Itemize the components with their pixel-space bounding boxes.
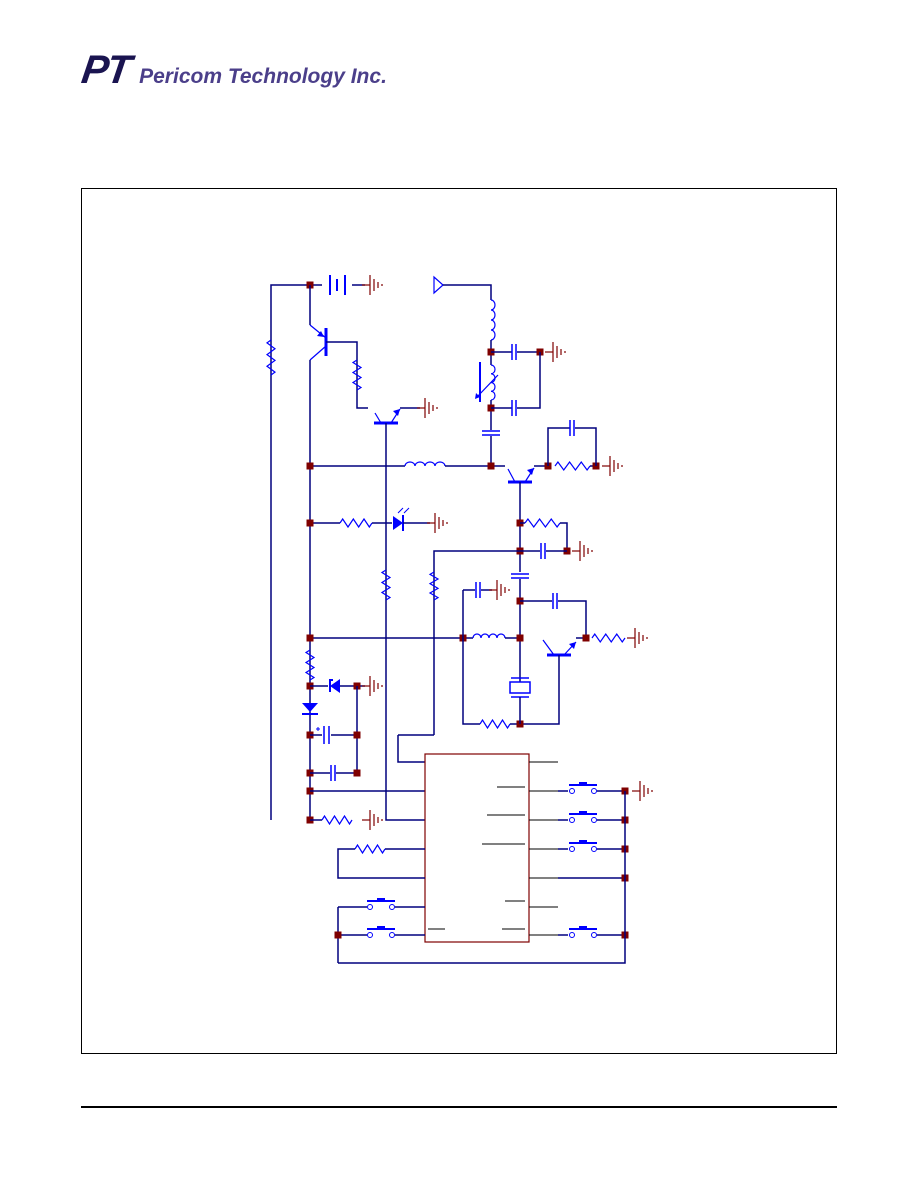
capacitor [482,430,500,436]
capacitor [475,582,481,598]
junction-node [353,769,361,777]
resistor [428,571,440,601]
junction-node [306,519,314,527]
variable-inductor [475,362,499,402]
junction-node [334,931,342,939]
capacitor [511,400,517,416]
wire [558,600,587,638]
schematic-frame [81,188,837,1054]
resistor [554,460,591,472]
push-button-switch [569,840,597,852]
ground-icon [362,275,383,295]
wire [385,423,425,821]
resistor [380,569,392,601]
ground-icon [489,580,510,600]
company-name: Pericom Technology Inc. [139,65,387,88]
wire [560,522,568,551]
resistor [524,517,561,529]
junction-node [582,634,590,642]
push-button-switch [367,926,395,938]
capacitor [552,593,558,609]
wire [462,590,480,725]
wire [517,352,541,409]
wire [326,341,368,409]
ground-icon [362,676,383,696]
resistor [479,718,511,730]
junction-node [306,462,314,470]
resistor [339,517,373,529]
npn-transistor [507,467,535,484]
inductor [472,633,506,639]
wire [338,791,626,964]
resistor [265,339,277,376]
push-button-switch [569,926,597,938]
ground-icon [627,628,648,648]
ground-icon [632,781,653,801]
wire [547,427,570,466]
footer-divider [81,1106,837,1108]
wire [443,284,492,300]
npn-transistor [374,408,401,425]
resistor [304,649,316,681]
ground-icon [417,398,438,418]
battery-icon [329,275,346,295]
ground-icon [427,513,448,533]
capacitor [540,543,546,559]
resistor [321,814,353,826]
zener-diode-icon [329,679,340,693]
wire [510,655,560,725]
ground-icon [602,456,623,476]
junction-node [487,462,495,470]
capacitor [511,573,529,579]
capacitor [330,765,336,781]
company-logo: PT Pericom Technology Inc. [79,48,387,93]
capacitor [569,420,575,436]
resistor [591,632,626,644]
antenna-icon [433,275,444,295]
npn-transistor [542,639,577,657]
junction-node [516,634,524,642]
ground-icon [545,342,566,362]
diode-icon [302,703,318,715]
wire [270,284,322,820]
junction-node [306,634,314,642]
capacitor [511,344,517,360]
push-button-switch [569,782,597,794]
wire [337,848,425,879]
ic-chip [424,753,530,943]
electrolytic-capacitor [316,726,330,744]
wire [397,735,425,763]
wire [575,427,597,466]
led-icon [393,507,410,531]
inductor [490,299,496,341]
wire [433,550,520,735]
junction-node [353,731,361,739]
resistor [351,359,363,391]
push-button-switch [367,898,395,910]
push-button-switch [569,811,597,823]
pnp-transistor [309,324,328,361]
inductor [404,461,446,467]
ground-icon [572,541,593,561]
ground-icon [362,810,383,830]
resistor [354,843,386,855]
